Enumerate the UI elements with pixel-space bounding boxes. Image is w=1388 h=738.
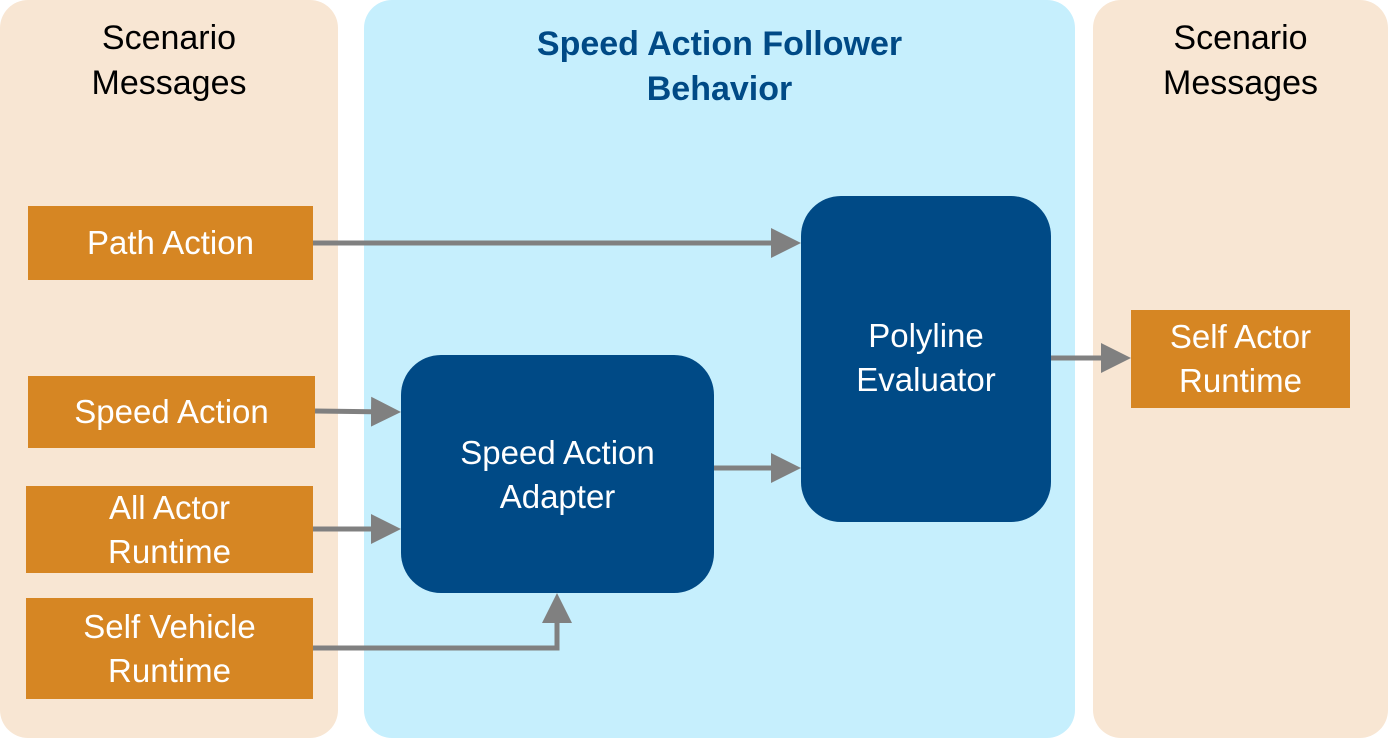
self-vehicle-runtime-box: Self Vehicle Runtime <box>26 598 313 699</box>
all-actor-runtime-box: All Actor Runtime <box>26 486 313 573</box>
middle-panel-title: Speed Action Follower Behavior <box>536 25 903 108</box>
speed-action-box: Speed Action <box>28 376 315 448</box>
self-actor-runtime-box: Self Actor Runtime <box>1131 310 1350 408</box>
path-action-box: Path Action <box>28 206 313 280</box>
left-panel-title: Scenario Messages <box>91 19 247 102</box>
polyline-evaluator-block: Polyline Evaluator <box>801 196 1051 522</box>
speed-action-adapter-block: Speed Action Adapter <box>401 355 714 593</box>
arrow-speed-to-adapter <box>314 396 401 427</box>
arrow-selfvehicle-to-adapter <box>313 593 572 651</box>
right-panel-title: Scenario Messages <box>1163 19 1318 102</box>
